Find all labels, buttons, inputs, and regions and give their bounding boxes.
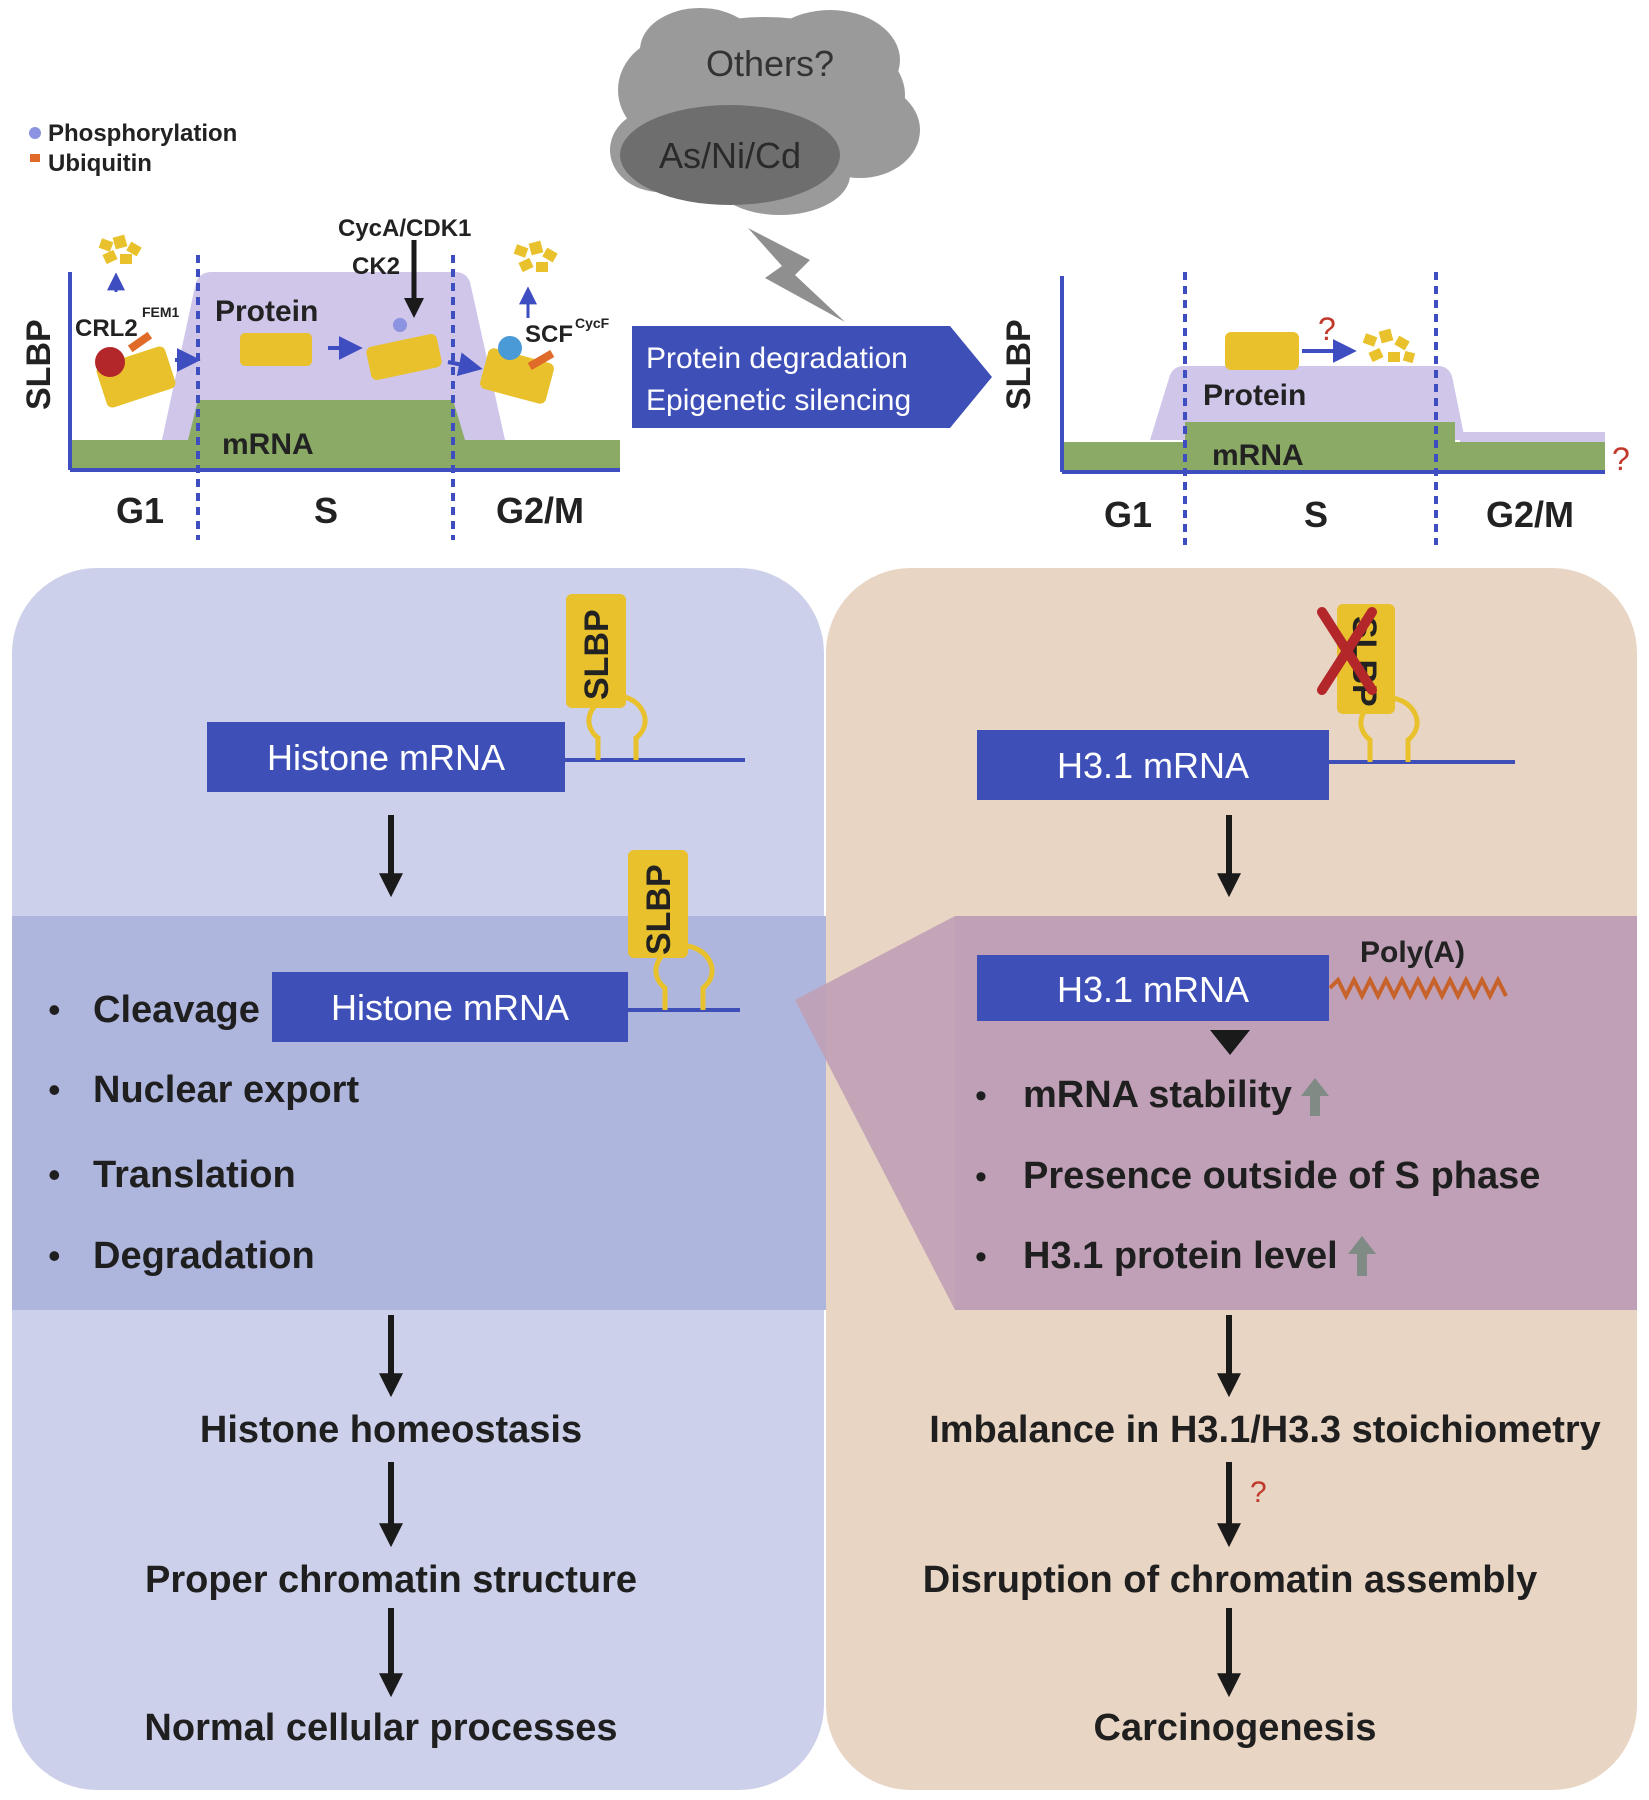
arrow-text-line2: Epigenetic silencing [646,384,911,417]
bullet-dot-r1: • [975,1077,987,1115]
lightning-bolt-icon [748,228,845,322]
slbp-box-removed [1337,604,1395,714]
normal-cycle-plot: SLBP Protein mRNA G1 S G2/M CRL2 FEM1 [20,215,620,540]
histone-mrna-label-2: Histone mRNA [331,987,569,1028]
crl2-ligase-icon [95,347,125,377]
outcome-normal-processes: Normal cellular processes [144,1707,617,1749]
ubiquitin-legend-icon [30,154,40,162]
slbp-box-2 [628,850,688,958]
legend: Phosphorylation Ubiquitin [29,120,237,177]
ck2-label: CK2 [352,253,400,280]
outcome-proper-chromatin: Proper chromatin structure [145,1559,637,1601]
slbp-protein-s2 [366,334,442,380]
histone-mrna-box-2 [272,972,628,1042]
slbp-protein-disrupted [1225,332,1299,370]
h31-mrna-box [977,730,1329,800]
degradation-silencing-arrow: Protein degradation Epigenetic silencing [632,326,992,428]
crl2-label: CRL2 [75,315,138,342]
phosphorylation-legend-icon [29,127,41,139]
bullet-nuclear-export: Nuclear export [93,1069,359,1111]
bullet-translation: Translation [93,1154,296,1196]
disrupted-mrna-label: mRNA [1212,439,1304,472]
ubiquitin-tag-g2m [527,350,555,370]
polya-label: Poly(A) [1360,936,1465,969]
disrupted-cycle-plot: SLBP Protein mRNA G1 S G2/M ? ? [1000,272,1630,545]
legend-phosphorylation: Phosphorylation [48,120,237,147]
outcome-carcinogenesis: Carcinogenesis [1094,1707,1377,1749]
ubiquitin-tag-g1 [127,331,153,353]
outcome-question: ? [1250,1476,1267,1509]
up-arrow-icon-2 [1348,1236,1376,1276]
disrupted-mrna-s-phase [1185,422,1455,442]
degraded-fragments-g2m [513,240,558,273]
normal-mrna-label: mRNA [222,428,314,461]
bullet-mrna-stability: mRNA stability [1023,1074,1292,1116]
normal-pathway-panel: SLBP Histone mRNA SLBP Histone mRNA • Cl… [12,568,828,1790]
bullet-dot-3: • [48,1154,61,1195]
disrupted-y-label: SLBP [1000,319,1038,410]
disrupted-mrna-base [1062,442,1605,472]
bullet-dot-r2: • [975,1158,987,1196]
disrupted-phase-g2m: G2/M [1486,494,1574,535]
cloud-others: Others? [706,43,834,84]
normal-phase-s: S [314,490,338,531]
scf-label: SCF [525,321,573,348]
down-triangle [1210,1030,1250,1055]
h31-mrna-label: H3.1 mRNA [1057,745,1249,786]
cycf-label: CycF [575,315,610,331]
arrow-text-line1: Protein degradation [646,342,908,375]
bullet-dot-1: • [48,989,61,1030]
disrupted-protein-tail [1460,432,1605,444]
polya-tail [1328,975,1508,1001]
normal-mrna-base [70,440,620,470]
outcome-imbalance: Imbalance in H3.1/H3.3 stoichiometry [929,1409,1601,1451]
phospho-site-s [393,318,407,332]
degraded-fragments-disrupted [1362,328,1416,364]
normal-y-label: SLBP [20,319,58,410]
histone-mrna-box [207,722,565,792]
legend-ubiquitin: Ubiquitin [48,150,152,177]
histone-mrna-label: Histone mRNA [267,737,505,778]
normal-phase-g1: G1 [116,490,164,531]
degradation-question: ? [1318,311,1336,347]
removed-x-icon [1317,607,1377,695]
h31-mrna-label-2: H3.1 mRNA [1057,969,1249,1010]
bullet-cleavage: Cleavage [93,989,260,1031]
normal-phase-g2m: G2/M [496,490,584,531]
normal-mrna-s-phase [198,400,453,440]
bullet-dot-r3: • [975,1238,987,1276]
degraded-fragments-g1 [98,234,142,265]
slbp-label-2: SLBP [640,864,678,955]
normal-protein-label: Protein [215,295,318,328]
slbp-box-1 [566,594,626,708]
bullet-degradation: Degradation [93,1235,315,1277]
cyca-cdk1-label: CycA/CDK1 [338,215,471,242]
bullet-dot-4: • [48,1235,61,1276]
up-arrow-icon-1 [1301,1078,1329,1116]
bullet-dot-2: • [48,1069,61,1110]
cloud-metals: As/Ni/Cd [659,135,801,176]
metals-ellipse [620,105,840,205]
disrupted-mrna-question: ? [1612,441,1630,477]
disrupted-pathway-panel: SLBP H3.1 mRNA H3.1 mRNA Poly(A) • mRNA … [795,568,1637,1790]
fem1-label: FEM1 [142,304,180,320]
disrupted-phase-g1: G1 [1104,494,1152,535]
disrupted-phase-s: S [1304,494,1328,535]
toxic-metals-cloud: Others? As/Ni/Cd [610,8,920,215]
bullet-h31-protein: H3.1 protein level [1023,1235,1338,1277]
slbp-label-1: SLBP [578,609,616,700]
bullet-presence-outside-s: Presence outside of S phase [1023,1155,1540,1197]
h31-mrna-box-2 [977,955,1329,1021]
slbp-protein-s1 [240,333,312,366]
disrupted-protein-region [1150,366,1465,440]
outcome-disruption-chromatin: Disruption of chromatin assembly [923,1559,1537,1601]
disrupted-protein-label: Protein [1203,379,1306,412]
outcome-histone-homeostasis: Histone homeostasis [200,1409,582,1451]
scf-ligase-icon [498,336,522,360]
